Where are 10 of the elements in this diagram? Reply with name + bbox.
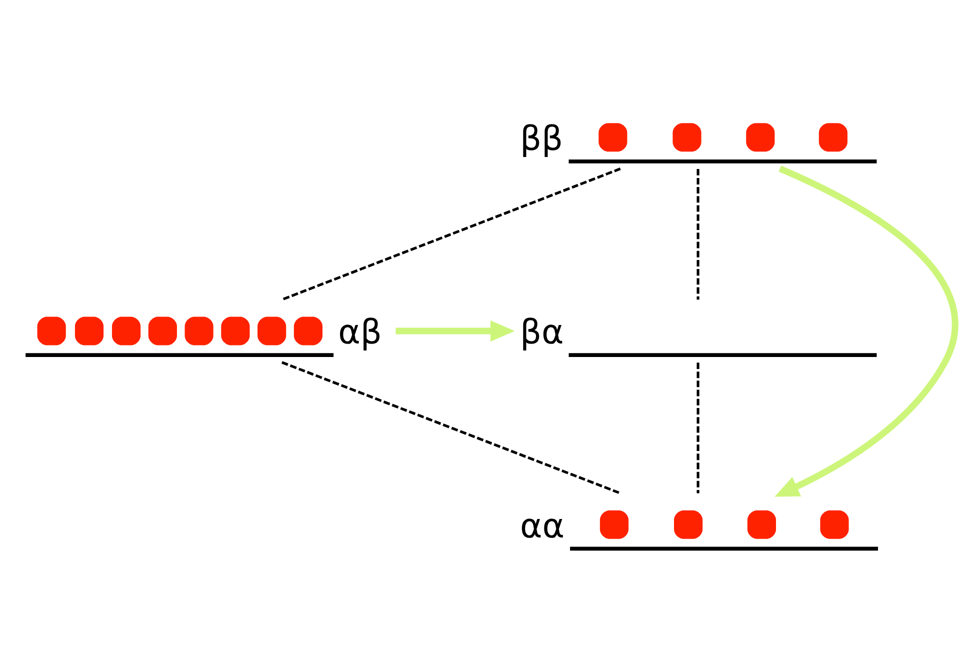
node-label: ββ: [520, 118, 564, 158]
node-label: αα: [520, 506, 565, 545]
arrow: [396, 320, 515, 342]
arrow: [774, 165, 958, 496]
node-text: βα: [520, 312, 564, 352]
node-label: αβ: [338, 312, 382, 352]
connector: [281, 360, 621, 494]
connector: [696, 362, 700, 493]
connector: [696, 168, 700, 300]
connector: [281, 167, 621, 300]
